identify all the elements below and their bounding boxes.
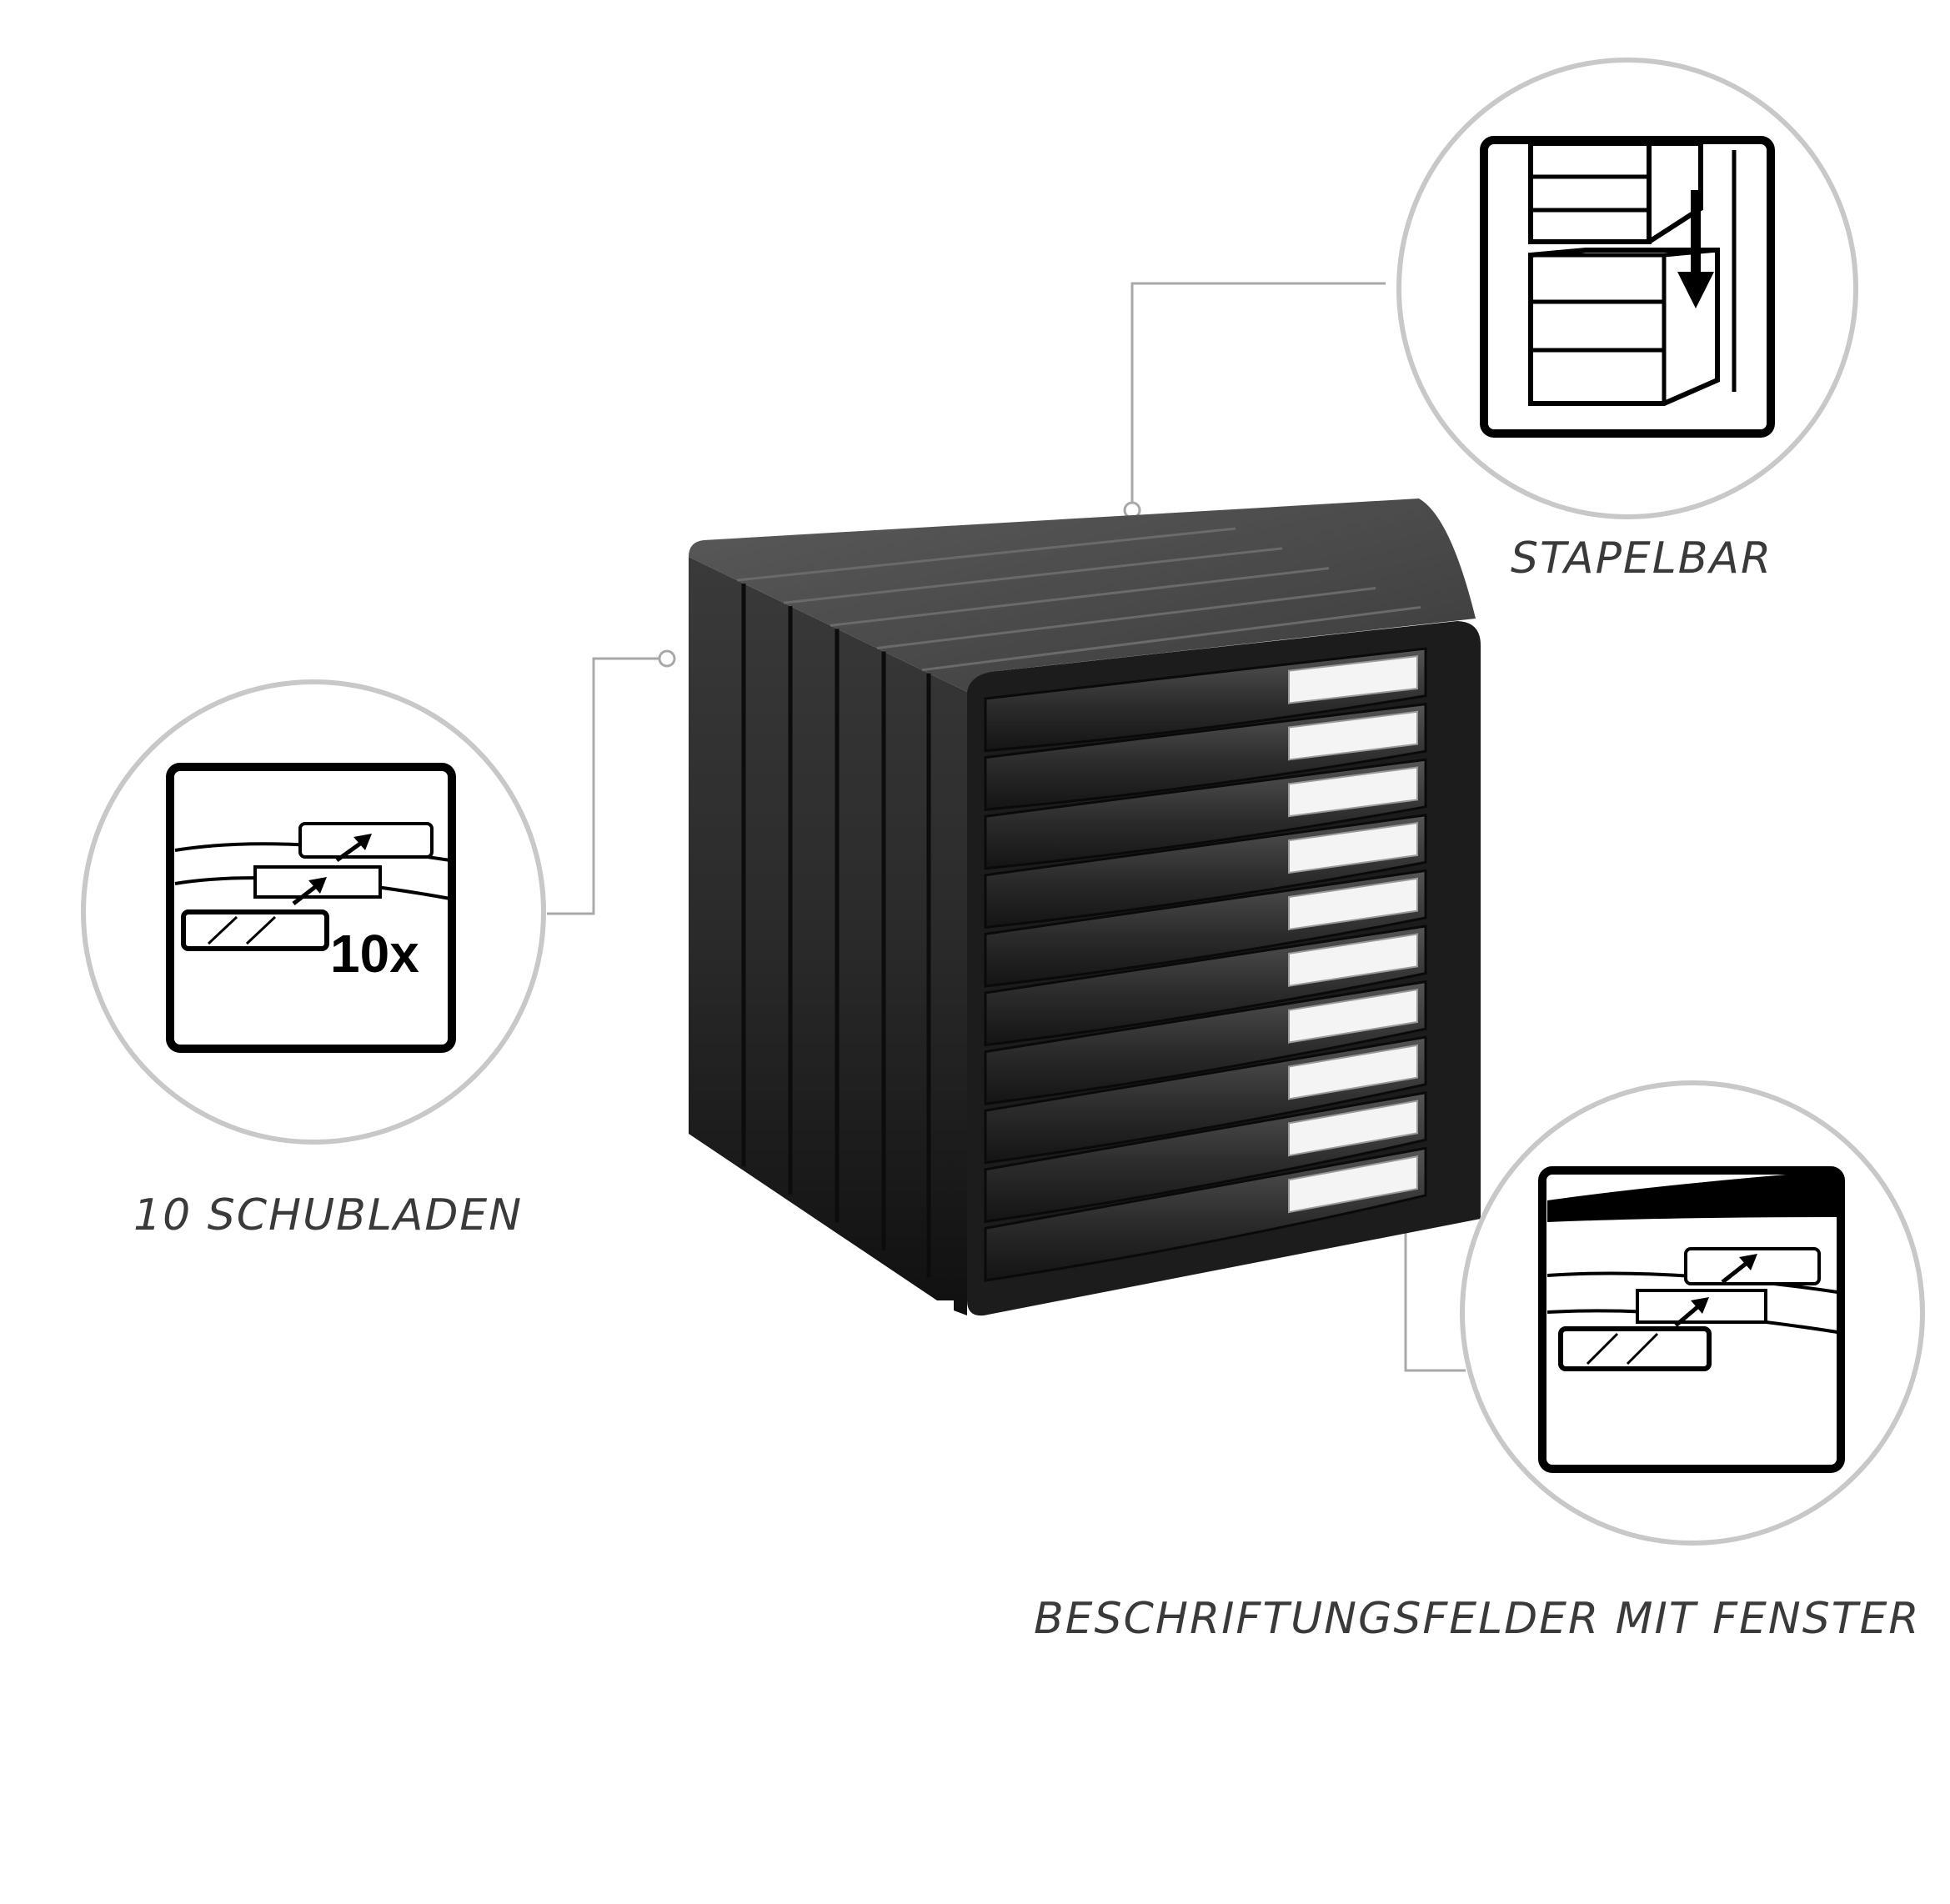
arrow-up-icon (1674, 1254, 1757, 1327)
stacking-icon (1480, 136, 1775, 438)
caption-drawers: 10 SCHUBLADEN (133, 1190, 524, 1240)
cabinet-side-ribs (741, 584, 931, 1278)
drawer-cabinet-image (689, 499, 1481, 1316)
top-rib (876, 586, 1376, 649)
top-rib (783, 547, 1283, 604)
callout-label-fields (1460, 1080, 1925, 1546)
connector-drawers (547, 649, 676, 915)
drawer-count-badge: 10x (330, 924, 419, 984)
drawer-label-window (1288, 1100, 1418, 1157)
arrow-up-icon (292, 834, 372, 905)
callout-stackable (1396, 58, 1858, 519)
cabinet-side (689, 557, 967, 1315)
cabinet-top-ribs (736, 527, 1421, 672)
drawer-label-window (1288, 766, 1418, 818)
arrow-down-icon (1677, 190, 1714, 308)
drawer-label-window (1288, 1044, 1418, 1100)
label-insert-icon: 10x (166, 763, 456, 1053)
caption-stackable: STAPELBAR (1511, 534, 1773, 584)
drawer-stack (984, 647, 1427, 1282)
label-window-icon (1538, 1166, 1845, 1473)
top-rib (736, 527, 1236, 582)
drawer-label-window (1288, 710, 1418, 761)
caption-label-fields: BESCHRIFTUNGSFELDER MIT FENSTER (1034, 1594, 1921, 1644)
drawer-label-window (1288, 655, 1418, 704)
top-rib (921, 605, 1421, 672)
top-rib (830, 567, 1330, 627)
drawer-label-window (1288, 989, 1418, 1044)
drawer-label-window (1288, 1155, 1418, 1214)
cabinet-top (689, 499, 1476, 692)
drawer-label-window (1288, 877, 1418, 930)
connector-stackable (1123, 282, 1386, 519)
drawer-label-window (1288, 822, 1418, 874)
callout-drawers: 10x (81, 679, 546, 1145)
drawer-label-window (1288, 933, 1418, 987)
